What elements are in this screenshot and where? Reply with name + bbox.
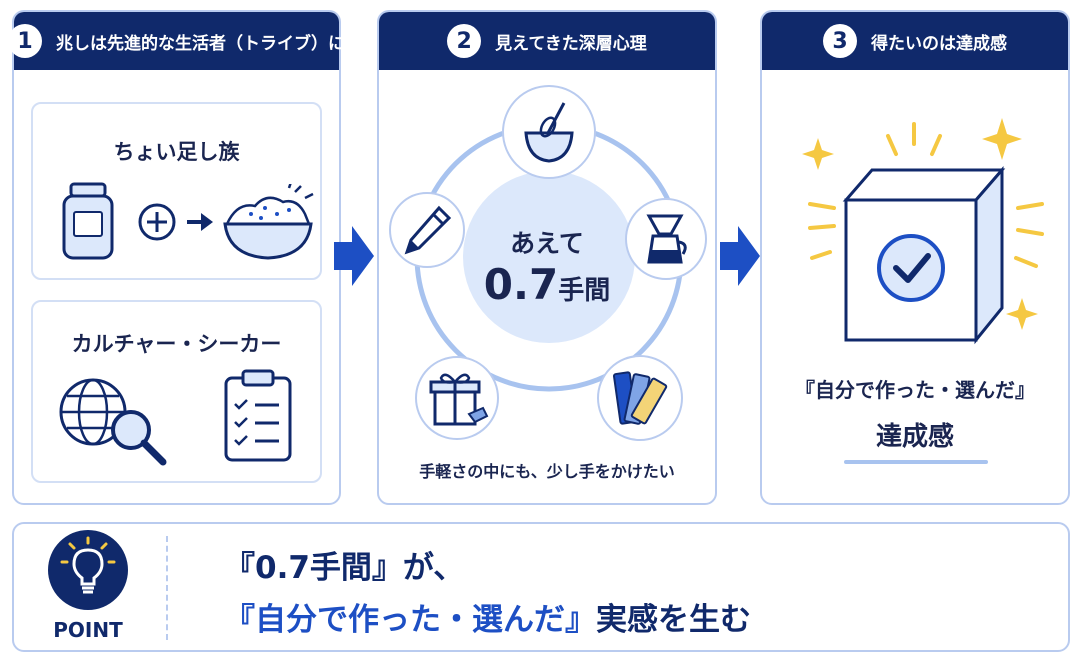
arrow-right-icon xyxy=(187,213,213,231)
panel-2-header: 2 見えてきた深層心理 xyxy=(379,12,715,70)
panel-1-title: 兆しは先進的な生活者（トライブ）に xyxy=(56,33,345,54)
magnifier-icon xyxy=(111,410,167,466)
panel-trend: 1 兆しは先進的な生活者（トライブ）に ちょい足し族 xyxy=(8,10,345,505)
panel-3-title: 得たいのは達成感 xyxy=(871,33,1007,54)
jar-icon xyxy=(62,182,114,260)
step-number-2: 2 xyxy=(447,24,482,58)
step-number-1: 1 xyxy=(8,24,42,58)
point-banner: POINT 『0.7手間』が、 『自分で作った・選んだ』実感を生む xyxy=(12,522,1070,652)
coffee-dripper-icon xyxy=(646,214,687,264)
checked-box-icon xyxy=(802,118,1044,345)
point-line-2-rest: 実感を生む xyxy=(596,602,751,638)
center-label: あえて xyxy=(510,229,584,258)
point-badge xyxy=(48,530,128,610)
rice-bowl-icon xyxy=(223,184,314,260)
flow-arrow-2 xyxy=(720,226,760,286)
center-unit: 手間 xyxy=(558,276,611,306)
clipboard-icon xyxy=(224,369,292,462)
tribe-title-culture-seeker: カルチャー・シーカー xyxy=(71,332,282,356)
point-line-1: 『0.7手間』が、 xyxy=(224,550,465,586)
achievement-quote: 『自分で作った・選んだ』 xyxy=(795,378,1035,402)
panel-3-header: 3 得たいのは達成感 xyxy=(762,12,1068,70)
point-line-2-highlight: 『自分で作った・選んだ』 xyxy=(224,602,596,638)
step-number-3: 3 xyxy=(823,24,857,58)
panel-1-header: 1 兆しは先進的な生活者（トライブ）に xyxy=(8,12,345,70)
achievement-result: 達成感 xyxy=(875,422,954,452)
point-divider xyxy=(166,536,168,640)
tribe-card-choitashi: ちょい足し族 xyxy=(31,102,322,280)
lightbulb-icon xyxy=(60,536,116,594)
flow-arrow-1 xyxy=(334,226,374,286)
panel-insight: 2 見えてきた深層心理 あえて 0.7手間 xyxy=(377,10,717,505)
center-value-row: 0.7手間 xyxy=(379,260,715,309)
icon-circle-swatch xyxy=(597,355,683,441)
point-label: POINT xyxy=(53,618,123,642)
icon-circle-whisk xyxy=(502,85,596,179)
icon-circle-coffee xyxy=(625,198,707,280)
center-value: 0.7 xyxy=(483,260,559,309)
panel-achievement: 3 得たいのは達成感 『自分で作った・選んだ』 達成感 xyxy=(760,10,1070,505)
point-line-2: 『自分で作った・選んだ』実感を生む xyxy=(224,594,751,639)
gift-box-icon xyxy=(429,373,489,426)
panel-2-title: 見えてきた深層心理 xyxy=(495,33,647,54)
tribe-title-choitashi: ちょい足し族 xyxy=(113,140,240,164)
pencil-icon xyxy=(404,205,452,255)
whisk-bowl-icon xyxy=(524,102,574,163)
result-underline xyxy=(844,460,988,464)
color-swatch-icon xyxy=(612,371,668,425)
icon-circle-gift xyxy=(415,356,499,440)
icon-circle-pencil xyxy=(389,192,465,268)
globe-icon xyxy=(59,378,127,446)
insight-caption: 手軽さの中にも、少し手をかけたい xyxy=(419,462,675,481)
plus-icon xyxy=(138,203,176,241)
tribe-card-culture-seeker: カルチャー・シーカー xyxy=(31,300,322,483)
